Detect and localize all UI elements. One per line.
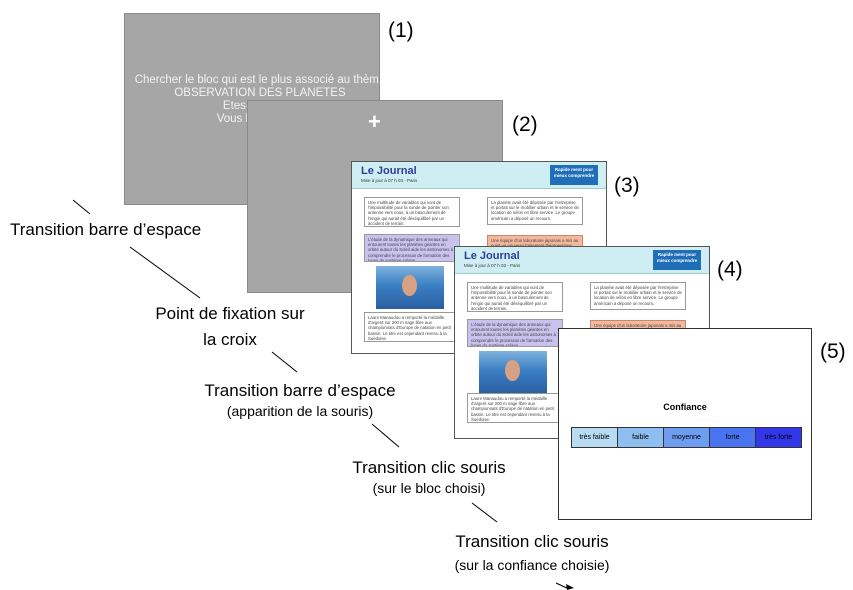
- label-line: la croix: [203, 330, 257, 349]
- confidence-option-low[interactable]: faible: [618, 428, 664, 447]
- news-block[interactable]: L'étude de la dynamique des anneaux qui …: [467, 319, 563, 347]
- arrow-head: [566, 584, 574, 590]
- label-subline: (sur le bloc choisi): [372, 480, 486, 496]
- journal-title: Le Journal: [361, 165, 417, 177]
- connector-line-5: [471, 502, 498, 523]
- connector-line-3: [271, 351, 298, 373]
- journal-subtitle: Mise à jour à 07 h 03 - Paris: [464, 263, 521, 268]
- label-subline: (apparition de la souris): [226, 403, 374, 419]
- label-transition-space-2: Transition barre d’espace (apparition de…: [180, 381, 420, 421]
- label-fixation-point: Point de fixation sur la croix: [130, 304, 330, 350]
- confidence-title: Confiance: [663, 402, 707, 412]
- confidence-option-medium[interactable]: moyenne: [664, 428, 710, 447]
- screen-5-number: (5): [820, 340, 846, 363]
- journal-logo: Rapide ment pour mieux comprendre: [550, 165, 598, 185]
- label-transition-space-1: Transition barre d’espace: [10, 220, 202, 239]
- label-transition-click-1: Transition clic souris (sur le bloc choi…: [320, 458, 538, 498]
- connector-line-4: [371, 423, 400, 448]
- confidence-option-very-low[interactable]: très faible: [572, 428, 618, 447]
- journal-subtitle: Mise à jour à 07 h 03 - Paris: [361, 178, 418, 183]
- label-line: Transition barre d’espace: [204, 381, 396, 400]
- news-block[interactable]: Laure Manaudou a remporté la médaille d'…: [467, 393, 563, 423]
- screen-1-number: (1): [388, 19, 414, 42]
- screen-4-number: (4): [717, 258, 743, 281]
- label-line: Point de fixation sur: [155, 304, 305, 323]
- label-transition-click-2: Transition clic souris (sur la confiance…: [412, 532, 652, 575]
- swimmer-photo[interactable]: [376, 266, 444, 309]
- screen-2-number: (2): [512, 113, 538, 136]
- connector-line-1: [72, 199, 91, 215]
- news-block[interactable]: Laure Manaudou a remporté la médaille d'…: [364, 312, 460, 342]
- swimmer-photo[interactable]: [479, 351, 547, 394]
- news-block[interactable]: Une multitude de variables qui vont de l…: [467, 282, 563, 312]
- journal-header: Le Journal Mise à jour à 07 h 03 - Paris…: [455, 247, 709, 274]
- journal-logo: Rapide ment pour mieux comprendre: [653, 250, 701, 270]
- connector-line-2: [129, 246, 201, 299]
- instruction-line: Chercher le bloc qui est le plus associé…: [134, 74, 380, 86]
- confidence-option-very-high[interactable]: très forte: [756, 428, 801, 447]
- news-block[interactable]: La planète avait été déposée par l'entre…: [590, 282, 686, 310]
- news-block[interactable]: Une multitude de variables qui vont de l…: [364, 197, 460, 227]
- confidence-option-high[interactable]: forte: [710, 428, 756, 447]
- news-block[interactable]: L'étude de la dynamique des anneaux qui …: [364, 234, 460, 262]
- confidence-scale: très faible faible moyenne forte très fo…: [571, 427, 802, 448]
- label-line: Transition clic souris: [455, 532, 609, 551]
- journal-header: Le Journal Mise à jour à 07 h 03 - Paris…: [352, 162, 606, 189]
- label-line: Transition clic souris: [352, 458, 506, 477]
- screen-3-number: (3): [614, 174, 640, 197]
- label-subline: (sur la confiance choisie): [454, 557, 610, 573]
- screen-5-confidence: Confiance très faible faible moyenne for…: [558, 328, 812, 520]
- news-block[interactable]: La planète avait été déposée par l'entre…: [487, 197, 583, 225]
- fixation-cross-icon: +: [368, 109, 381, 134]
- journal-title: Le Journal: [464, 250, 520, 262]
- instruction-line: OBSERVATION DES PLANETES: [174, 87, 346, 99]
